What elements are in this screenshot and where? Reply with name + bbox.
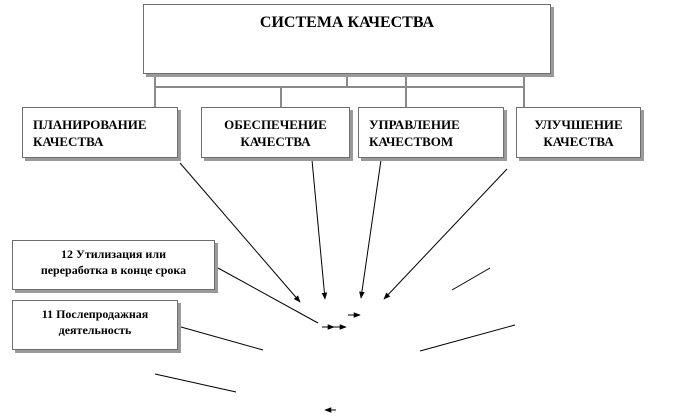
quality-planning-label: ПЛАНИРОВАНИЕ КАЧЕСТВА (33, 117, 147, 149)
quality-control-label: УПРАВЛЕНИЕ КАЧЕСТВОМ (369, 117, 460, 149)
arrow-from-stage-12 (217, 267, 319, 324)
quality-control-box: УПРАВЛЕНИЕ КАЧЕСТВОМ (358, 107, 504, 158)
arrows (179, 159, 508, 413)
fragment-lines (154, 267, 516, 393)
tree-connectors (154, 74, 525, 107)
quality-system-label: СИСТЕМА КАЧЕСТВА (259, 14, 435, 31)
stage-11-label: 11 Послепродажная деятельность (41, 307, 149, 337)
arrow-from-control (359, 159, 382, 299)
arrow-from-planning (179, 162, 301, 303)
quality-system-box: СИСТЕМА КАЧЕСТВА (143, 4, 551, 74)
fragment-line-3 (419, 324, 516, 352)
quality-assurance-label: ОБЕСПЕЧЕНИЕ КАЧЕСТВА (224, 117, 327, 149)
quality-assurance-box: ОБЕСПЕЧЕНИЕ КАЧЕСТВА (201, 107, 350, 158)
stage-11-box: 11 Послепродажная деятельность (12, 300, 178, 350)
arrow-from-improvement (383, 168, 508, 300)
quality-planning-box: ПЛАНИРОВАНИЕ КАЧЕСТВА (22, 107, 178, 158)
stage-12-box: 12 Утилизация или переработка в конце ср… (12, 240, 215, 290)
fragment-line-4 (451, 267, 491, 291)
quality-improvement-box: УЛУЧШЕНИЕ КАЧЕСТВА (516, 107, 641, 158)
quality-improvement-label: УЛУЧШЕНИЕ КАЧЕСТВА (534, 117, 623, 149)
fragment-line-1 (180, 326, 264, 351)
fragment-line-2 (154, 373, 237, 393)
arrow-from-assurance (311, 159, 328, 300)
stage-12-label: 12 Утилизация или переработка в конце ср… (40, 247, 187, 277)
